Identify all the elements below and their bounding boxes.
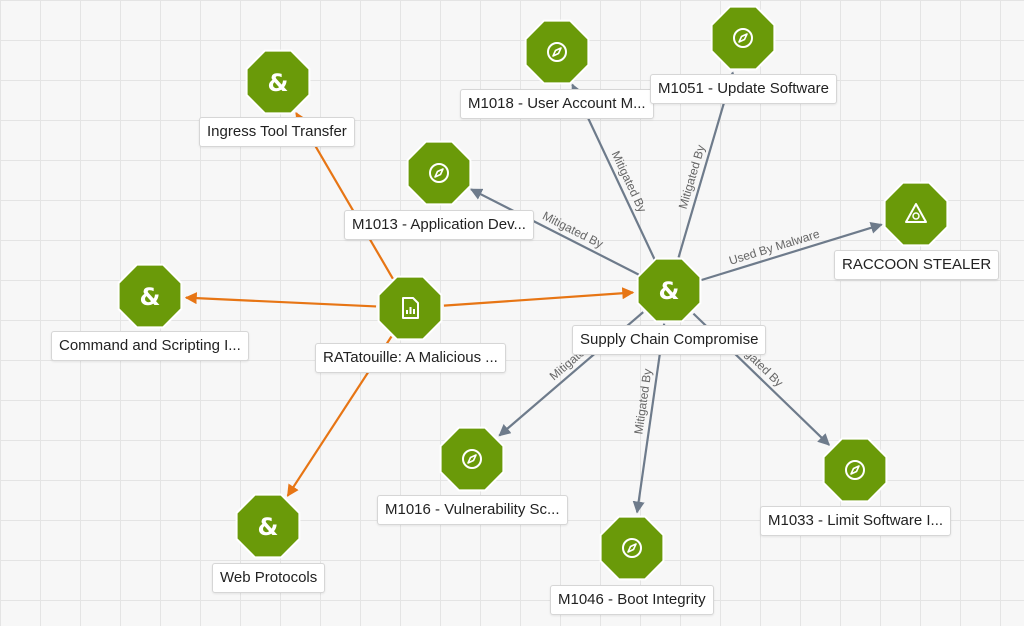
compass-icon <box>845 460 865 480</box>
node-rat[interactable] <box>377 275 443 341</box>
compass-icon <box>733 28 753 48</box>
compass-icon <box>622 538 642 558</box>
report-icon <box>402 297 419 319</box>
node-label-m1046[interactable]: M1046 - Boot Integrity <box>550 585 714 615</box>
node-shape[interactable] <box>822 437 888 503</box>
node-shape[interactable] <box>636 257 702 323</box>
node-shape[interactable] <box>117 263 183 329</box>
edge-rat-to-scc[interactable] <box>443 287 635 307</box>
node-shape[interactable] <box>883 181 949 247</box>
node-label-cmd[interactable]: Command and Scripting I... <box>51 331 249 361</box>
node-label-m1051[interactable]: M1051 - Update Software <box>650 74 837 104</box>
ampersand-icon: & <box>268 69 289 97</box>
node-shape[interactable] <box>406 140 472 206</box>
edge-scc-to-m1013[interactable] <box>470 188 640 276</box>
node-shape[interactable] <box>710 5 776 71</box>
node-label-m1013[interactable]: M1013 - Application Dev... <box>344 210 534 240</box>
node-m1046[interactable] <box>599 515 665 581</box>
node-shape[interactable] <box>524 19 590 85</box>
node-shape[interactable] <box>599 515 665 581</box>
node-label-ingress[interactable]: Ingress Tool Transfer <box>199 117 355 147</box>
compass-icon <box>462 449 482 469</box>
node-web[interactable]: & <box>235 493 301 559</box>
edge-rat-to-cmd[interactable] <box>184 292 377 308</box>
node-label-raccoon[interactable]: RACCOON STEALER <box>834 250 1000 280</box>
edge-scc-to-raccoon[interactable] <box>701 222 883 282</box>
node-ingress[interactable]: & <box>245 49 311 115</box>
compass-icon <box>547 42 567 62</box>
hazard-icon <box>905 203 927 223</box>
node-label-m1033[interactable]: M1033 - Limit Software I... <box>760 506 952 536</box>
node-label-m1016[interactable]: M1016 - Vulnerability Sc... <box>377 495 568 525</box>
node-label-m1018[interactable]: M1018 - User Account M... <box>460 89 654 119</box>
node-raccoon[interactable] <box>883 181 949 247</box>
nodes-layer: & & & & <box>117 5 949 581</box>
node-m1016[interactable] <box>439 426 505 492</box>
node-cmd[interactable]: & <box>117 263 183 329</box>
node-label-web[interactable]: Web Protocols <box>212 563 326 593</box>
node-label-rat[interactable]: RATatouille: A Malicious ... <box>315 343 506 373</box>
node-m1013[interactable] <box>406 140 472 206</box>
node-shape[interactable] <box>235 493 301 559</box>
ampersand-icon: & <box>258 513 279 541</box>
node-m1051[interactable] <box>710 5 776 71</box>
compass-icon <box>429 163 449 183</box>
node-m1033[interactable] <box>822 437 888 503</box>
edge-scc-to-m1046[interactable] <box>632 323 666 514</box>
node-shape[interactable] <box>439 426 505 492</box>
node-label-scc[interactable]: Supply Chain Compromise <box>572 325 767 355</box>
node-scc[interactable]: & <box>636 257 702 323</box>
ampersand-icon: & <box>659 277 680 305</box>
edge-label-scc-to-m1046: Mitigated By <box>631 368 654 435</box>
node-m1018[interactable] <box>524 19 590 85</box>
ampersand-icon: & <box>140 283 161 311</box>
node-shape[interactable] <box>245 49 311 115</box>
